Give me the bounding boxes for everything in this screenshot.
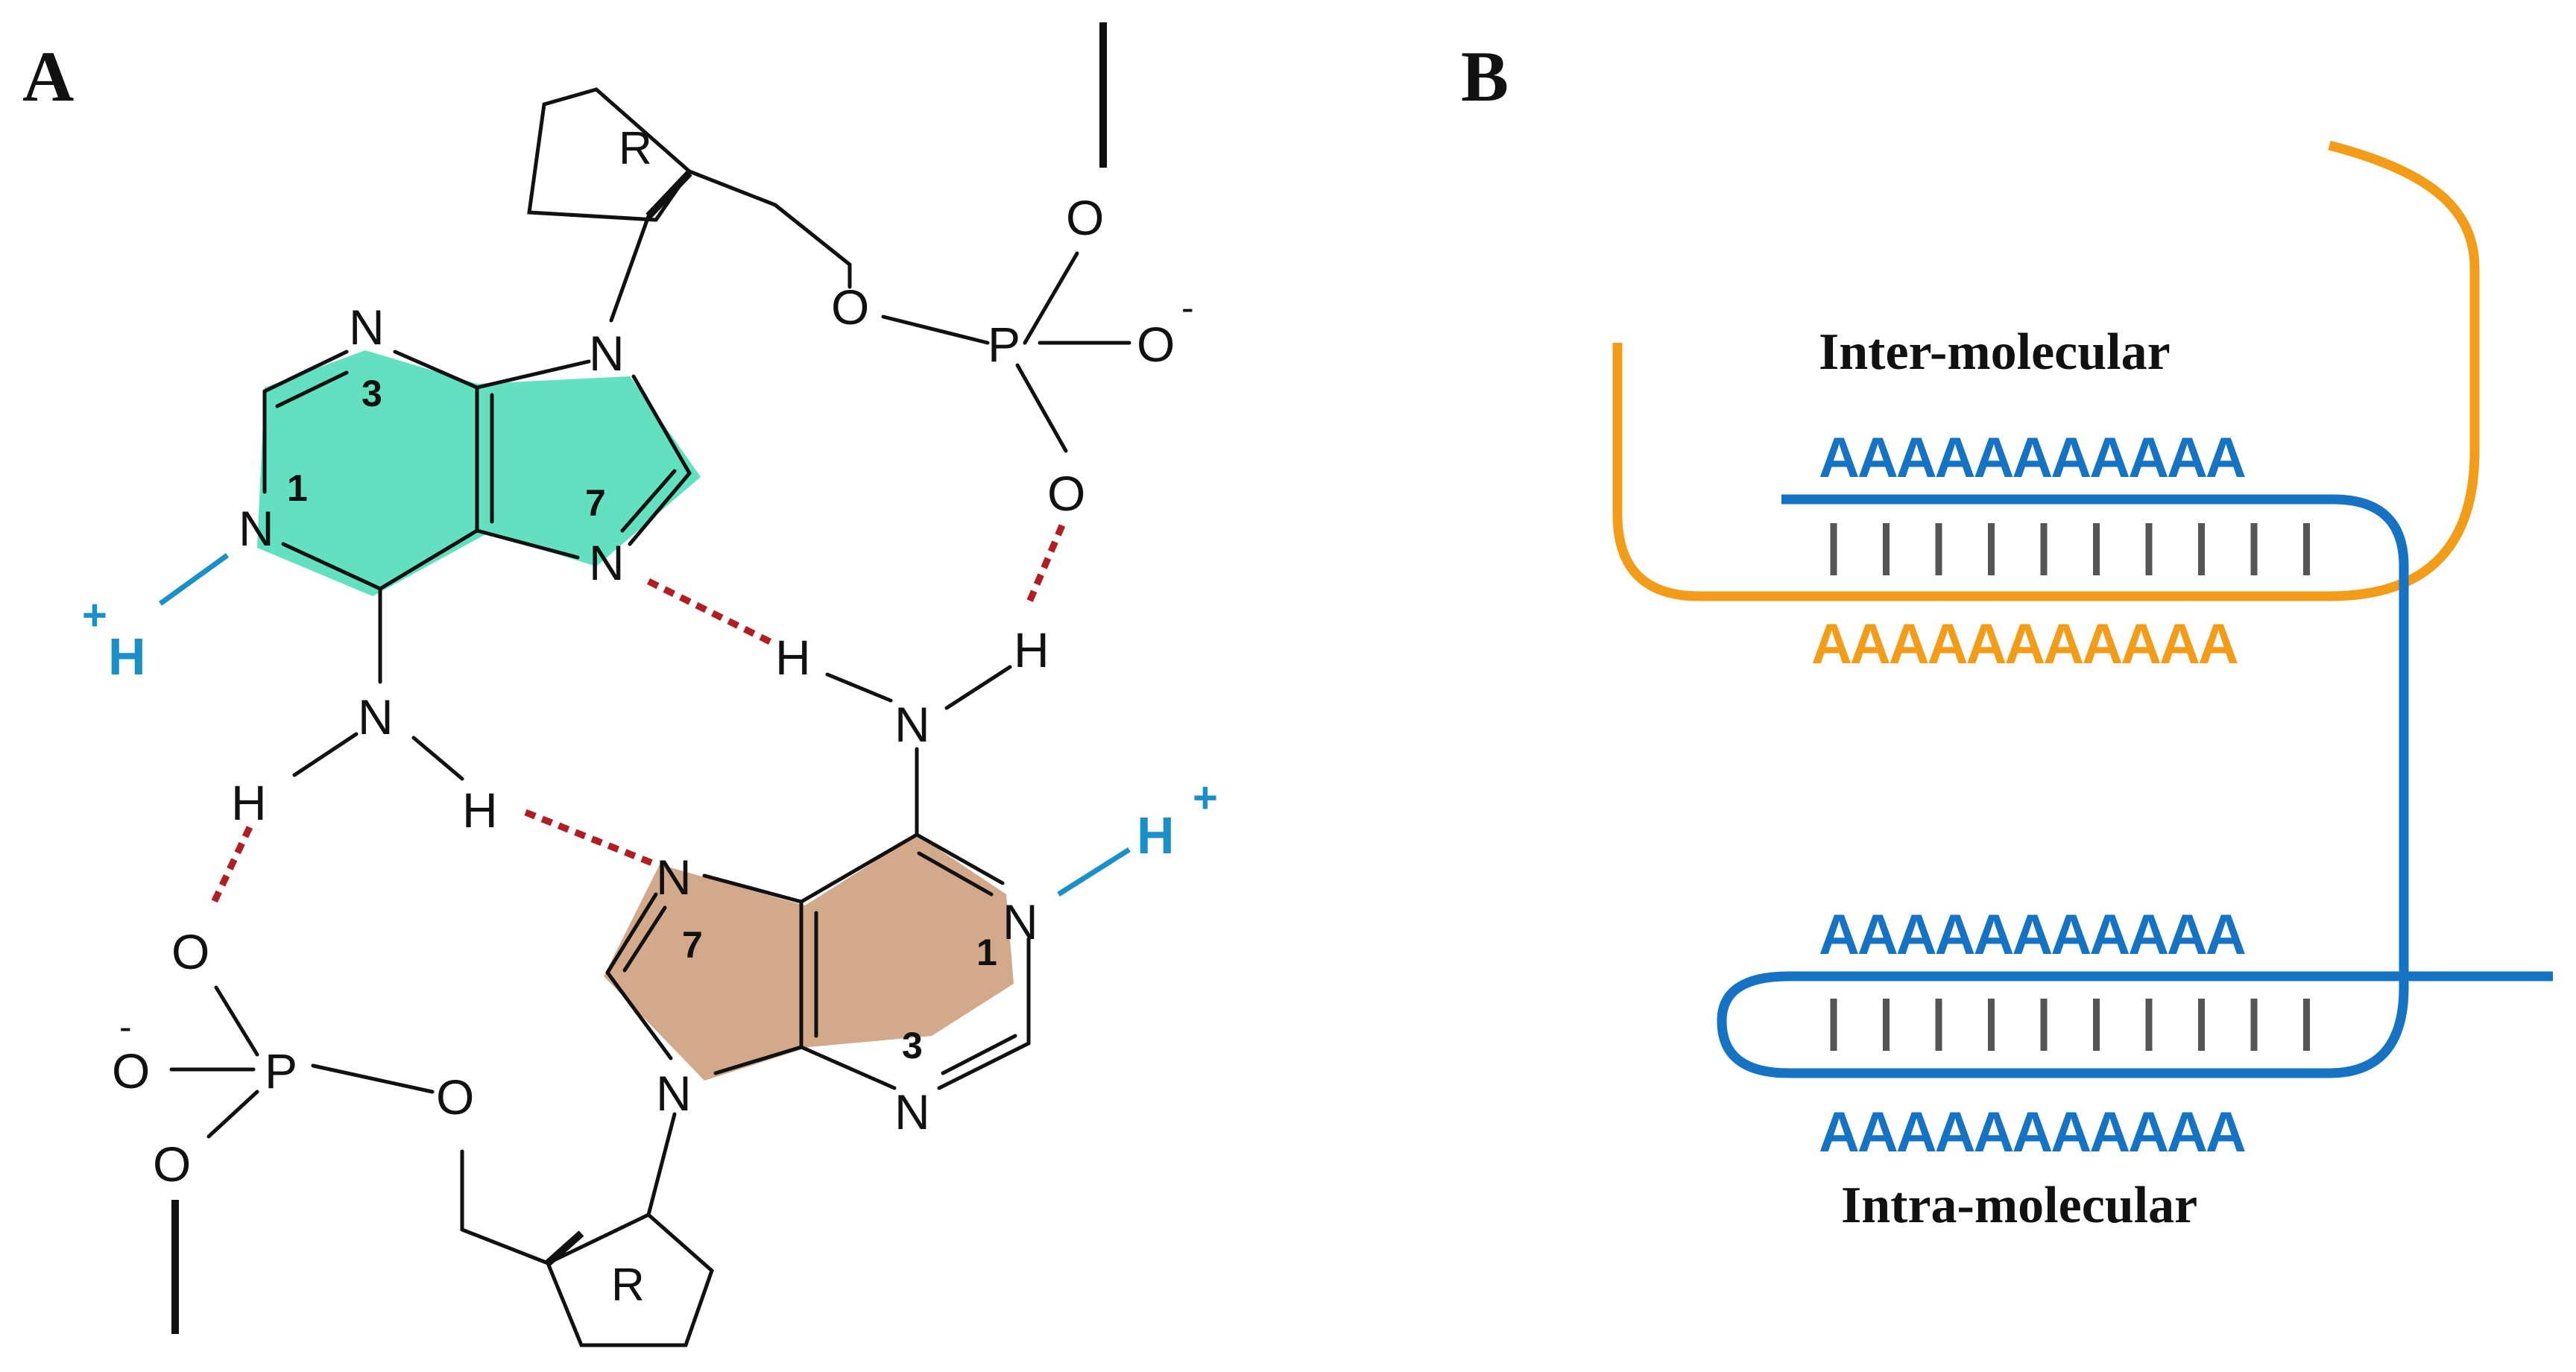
atom-n7-lower: N bbox=[656, 850, 692, 905]
sequence-inter-bottom: AAAAAAAAAAA bbox=[1811, 613, 2238, 676]
base-pairs-intra bbox=[1830, 999, 2310, 1051]
lower-oxygen-top: O bbox=[171, 924, 209, 979]
lower-proton-bond bbox=[1057, 847, 1131, 897]
upper-ester-oxygen: O bbox=[831, 279, 869, 335]
panel-label-b: B bbox=[1461, 37, 1509, 116]
sequence-intra-bottom: AAAAAAAAAAA bbox=[1819, 1101, 2245, 1164]
upper-ribose-phosphate: R O P O O - O bbox=[527, 22, 1194, 521]
panel-label-a: A bbox=[22, 37, 74, 116]
upper-proton-h: H bbox=[108, 627, 146, 686]
lower-ester-oxygen: O bbox=[436, 1069, 474, 1125]
position-1-lower: 1 bbox=[976, 932, 997, 973]
upper-oxygen-right: O bbox=[1137, 317, 1175, 372]
lower-base-fill bbox=[604, 835, 1014, 1081]
upper-oxygen-top: O bbox=[1066, 190, 1104, 245]
lower-phosphorus: P bbox=[265, 1043, 297, 1098]
hydrogen-bonds bbox=[209, 524, 1066, 907]
upper-proton-plus: + bbox=[82, 591, 107, 639]
atom-n9-upper: N bbox=[589, 326, 625, 381]
amino-h-right: H bbox=[462, 783, 498, 838]
lower-oxygen-minus: - bbox=[119, 1006, 132, 1048]
inter-molecular-label: Inter-molecular bbox=[1819, 323, 2171, 381]
upper-phosphorus: P bbox=[988, 317, 1020, 372]
intra-molecular-label: Intra-molecular bbox=[1841, 1177, 2197, 1234]
upper-ribose-wedge bbox=[645, 170, 692, 219]
lower-ribose-label: R bbox=[611, 1259, 645, 1311]
lower-adenine: N 7 N 1 3 N N bbox=[604, 832, 1038, 1139]
atom-n1-upper: N bbox=[239, 501, 274, 556]
amino-bridges: N H H H N H bbox=[231, 587, 1049, 838]
atom-n1-lower: N bbox=[1003, 894, 1038, 949]
base-pairs-inter bbox=[1830, 523, 2310, 575]
atom-n3-lower: N bbox=[894, 1084, 930, 1139]
amino-n-upper: N bbox=[358, 689, 394, 745]
lower-ribose-wedge bbox=[545, 1230, 584, 1266]
position-1-upper: 1 bbox=[287, 467, 308, 509]
atom-n3-upper: N bbox=[349, 300, 385, 355]
lower-oxygen-left: O bbox=[112, 1043, 150, 1098]
sequence-inter-top: AAAAAAAAAAA bbox=[1819, 426, 2245, 490]
lower-proton-h: H bbox=[1137, 806, 1175, 864]
amino-n-lower: N bbox=[894, 697, 930, 752]
lower-oxygen-bottom: O bbox=[153, 1137, 191, 1192]
position-3-lower: 3 bbox=[902, 1025, 923, 1066]
blue-strand bbox=[1717, 494, 2553, 1078]
amino-h-upper-left: H bbox=[775, 630, 811, 685]
position-7-lower: 7 bbox=[682, 924, 703, 966]
upper-oxygen-bottom: O bbox=[1047, 466, 1085, 521]
lower-ribose-phosphate: R O P O O - O bbox=[112, 924, 714, 1347]
lower-proton-plus: + bbox=[1193, 774, 1218, 822]
upper-proton-bond bbox=[158, 553, 230, 606]
amino-h-left: H bbox=[231, 775, 267, 830]
upper-oxygen-minus: - bbox=[1181, 287, 1194, 329]
atom-n9-lower: N bbox=[656, 1066, 692, 1121]
atom-n7-upper: N bbox=[589, 535, 625, 590]
orange-strand bbox=[1612, 140, 2480, 601]
position-3-upper: 3 bbox=[362, 373, 382, 414]
position-7-upper: 7 bbox=[585, 482, 606, 524]
sequence-intra-top: AAAAAAAAAAA bbox=[1819, 903, 2245, 967]
amino-h-upper-right: H bbox=[1014, 622, 1049, 677]
upper-adenine: N N N N 3 1 7 bbox=[239, 300, 701, 596]
upper-ribose-label: R bbox=[619, 123, 652, 174]
